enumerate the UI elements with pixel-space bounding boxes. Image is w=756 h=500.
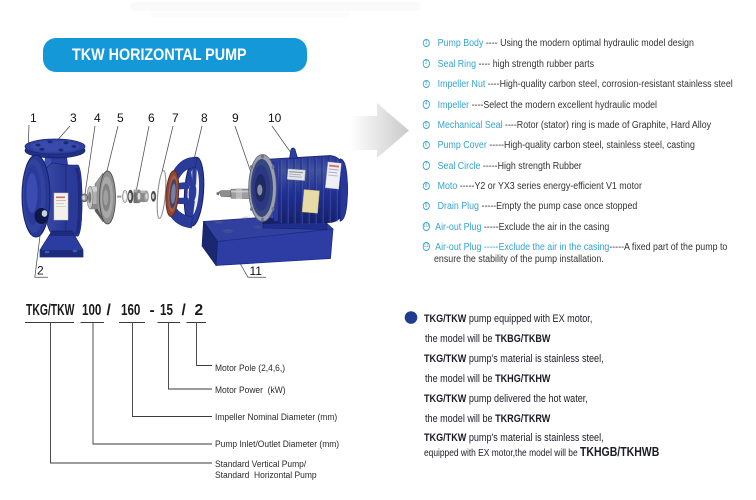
svg-text:9: 9 bbox=[232, 111, 239, 125]
svg-text:2: 2 bbox=[37, 264, 44, 278]
svg-text:8: 8 bbox=[201, 111, 208, 125]
svg-text:4: 4 bbox=[94, 111, 101, 125]
svg-text:3: 3 bbox=[70, 111, 77, 125]
svg-text:7: 7 bbox=[172, 111, 179, 125]
svg-text:1: 1 bbox=[30, 111, 37, 125]
svg-text:11: 11 bbox=[250, 264, 263, 278]
svg-text:6: 6 bbox=[148, 111, 155, 125]
svg-text:5: 5 bbox=[117, 111, 124, 125]
svg-text:10: 10 bbox=[268, 111, 282, 125]
